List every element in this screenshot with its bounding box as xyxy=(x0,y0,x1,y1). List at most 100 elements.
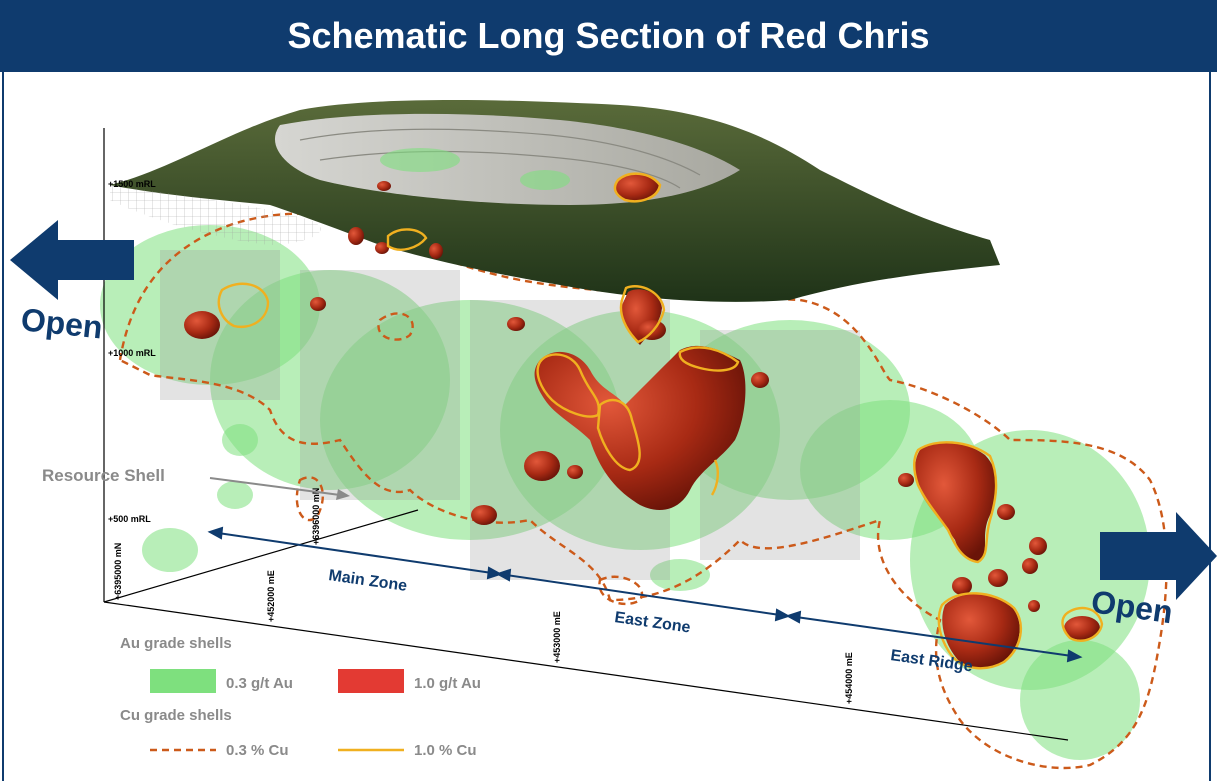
cu-high-east-3 xyxy=(678,346,740,372)
northing-axis xyxy=(103,509,419,603)
arrow-right-icon xyxy=(1100,512,1217,600)
open-arrow-left: Open xyxy=(10,220,134,346)
northing-6396000: +6396000 mN xyxy=(311,488,321,545)
cu-shell-inner-3 xyxy=(598,575,644,606)
au-high-pod-15 xyxy=(1028,600,1040,612)
pit-bench-2 xyxy=(319,150,681,189)
legend-cu-low-label: 0.3 % Cu xyxy=(226,742,289,759)
cu-high-west xyxy=(217,282,270,329)
au-high-pod-9 xyxy=(751,372,769,388)
au-high-east-zone-main xyxy=(534,345,746,510)
cu-shell-inner-1 xyxy=(377,312,414,341)
legend-cu-high-label: 1.0 % Cu xyxy=(414,742,477,759)
title-bar: Schematic Long Section of Red Chris xyxy=(0,0,1217,72)
main-zone-span xyxy=(217,532,493,574)
resource-shell-arrowhead xyxy=(336,489,350,500)
northing-6395000: +6395000 mN xyxy=(113,543,123,600)
resource-shell-label: Resource Shell xyxy=(42,466,165,485)
east-zone-arrow-end xyxy=(774,608,791,622)
legend-au-low-swatch xyxy=(150,669,216,693)
au-high-pod-1 xyxy=(524,451,560,481)
resource-blocks xyxy=(160,250,860,580)
au-high-pod-5 xyxy=(310,297,326,311)
cu-high-pit-west xyxy=(386,228,428,251)
au-high-pod-16 xyxy=(898,473,914,487)
au-high-shells xyxy=(184,227,1100,668)
au-high-pod-3 xyxy=(567,465,583,479)
pit-bench-1 xyxy=(299,128,701,176)
easting-453000: +453000 mE xyxy=(552,611,562,663)
au-shell-small-4 xyxy=(650,559,710,591)
page-title: Schematic Long Section of Red Chris xyxy=(287,15,930,56)
legend: Au grade shells 0.3 g/t Au 1.0 g/t Au Cu… xyxy=(120,635,481,759)
au-high-east-ridge-lower xyxy=(942,593,1020,668)
zone-label-east: East Zone xyxy=(613,609,691,636)
cu-high-east-2 xyxy=(596,398,641,472)
elevation-1000: +1000 mRL xyxy=(108,348,156,358)
zone-label-main: Main Zone xyxy=(327,567,408,595)
cu-shell-outer xyxy=(118,212,1168,770)
pit-au-low-2 xyxy=(520,170,570,190)
cu-shell-inner-2 xyxy=(295,476,324,522)
legend-cu-heading: Cu grade shells xyxy=(120,707,232,724)
east-ridge-arrow-start xyxy=(785,610,802,624)
legend-au-low-label: 0.3 g/t Au xyxy=(226,675,293,692)
au-high-east-ridge-satellite xyxy=(1064,616,1100,640)
au-high-pod-7 xyxy=(429,243,443,259)
au-high-pod-14 xyxy=(952,577,972,595)
diagram-frame xyxy=(2,72,1211,781)
au-high-pod-11 xyxy=(1029,537,1047,555)
arrow-left-icon xyxy=(10,220,134,300)
au-high-east-ridge-upper xyxy=(915,443,997,562)
zone-labels: Main Zone East Zone East Ridge xyxy=(327,567,973,675)
zone-arrows xyxy=(207,526,1083,663)
elevation-500: +500 mRL xyxy=(108,514,151,524)
au-high-pod-8 xyxy=(375,242,389,254)
cu-high-stub xyxy=(710,459,720,496)
cu-high-east-top xyxy=(619,285,666,344)
elevation-1500: +1500 mRL xyxy=(108,179,156,189)
east-zone-span xyxy=(505,574,781,616)
legend-au-heading: Au grade shells xyxy=(120,635,232,652)
east-zone-arrow-start xyxy=(495,568,512,582)
terrain-surface xyxy=(110,100,1000,302)
legend-au-high-swatch xyxy=(338,669,404,693)
au-shell-small-3 xyxy=(217,481,253,509)
block-2 xyxy=(300,270,460,500)
open-left-label: Open xyxy=(19,301,104,345)
au-shell-east-ridge-deep xyxy=(1020,640,1140,760)
au-shell-small-1 xyxy=(142,528,198,572)
au-high-pod-2 xyxy=(471,505,497,525)
legend-au-high-label: 1.0 g/t Au xyxy=(414,675,481,692)
au-high-east-zone-top xyxy=(621,289,662,345)
terrain-grid-west xyxy=(110,185,321,245)
main-zone-arrow-end xyxy=(486,566,503,580)
cu-high-outlines xyxy=(217,228,1104,670)
northing-labels: +6395000 mN +6396000 mN xyxy=(113,488,321,600)
pit-au-high xyxy=(613,172,662,203)
cu-high-east-ridge-lower xyxy=(937,592,1022,670)
easting-454000: +454000 mE xyxy=(844,652,854,704)
au-shell-small-2 xyxy=(222,424,258,456)
elevation-labels: +1500 mRL +1000 mRL +500 mRL xyxy=(108,179,156,524)
east-ridge-arrow-end xyxy=(1066,649,1083,663)
au-high-east-zone-node xyxy=(638,320,666,340)
cu-high-east-ridge-satellite xyxy=(1061,606,1104,642)
pit-au-low xyxy=(380,148,460,172)
cu-high-east-ridge-upper xyxy=(913,441,998,564)
main-zone-arrow-start xyxy=(207,526,224,540)
easting-452000: +452000 mE xyxy=(266,570,276,622)
easting-labels: +452000 mE +453000 mE +454000 mE xyxy=(266,570,854,704)
au-high-pod-10 xyxy=(997,504,1015,520)
east-ridge-span xyxy=(795,616,1073,657)
au-high-pod-12 xyxy=(1022,558,1038,574)
au-high-pod-13 xyxy=(988,569,1008,587)
resource-shell-leader xyxy=(209,477,341,496)
resource-shell-callout: Resource Shell xyxy=(42,466,350,500)
pit-red-dot xyxy=(377,181,391,191)
au-high-pod-6 xyxy=(348,227,364,245)
easting-axis xyxy=(103,601,1069,741)
axes xyxy=(103,128,1069,741)
